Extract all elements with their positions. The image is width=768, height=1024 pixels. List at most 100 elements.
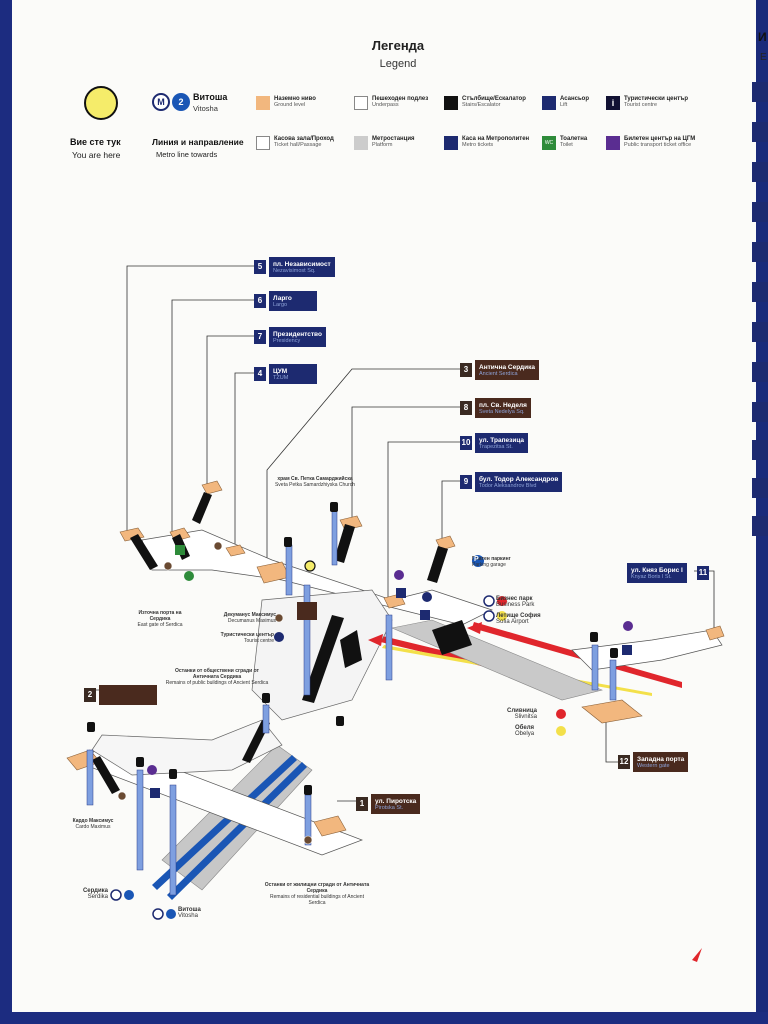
line4-marker-obelya [556, 726, 566, 736]
marker-1 [163, 561, 173, 571]
right-header-line2: E [760, 52, 767, 63]
compass-icon [692, 948, 702, 962]
leader-exit-8 [351, 406, 460, 520]
legend-title: Легенда [371, 38, 425, 53]
line4-marker-airport [497, 611, 507, 621]
exit-number-8: 8 [460, 401, 472, 415]
right-index-strip-1 [752, 122, 768, 142]
leader-exit-10 [387, 441, 460, 600]
ground-exit-1 [313, 815, 347, 837]
marker-2 [213, 541, 223, 551]
right-index-strip-11 [752, 516, 768, 536]
metro-marker-serdika [110, 889, 122, 901]
lift-icon-2 [330, 502, 338, 512]
lift-shaft-7 [262, 704, 270, 734]
wc-marker [184, 571, 194, 581]
stairs-line1 [432, 620, 472, 655]
line-2-track-a [152, 755, 297, 890]
ticket-office-icon-3 [147, 765, 157, 775]
exit-number-9: 9 [460, 475, 472, 489]
lift-icon-10 [336, 716, 344, 726]
metro-kiosk-3 [622, 645, 632, 655]
lift-icon-8 [169, 769, 177, 779]
legend-swatch-8: WC [542, 136, 556, 150]
lift-icon-5 [262, 693, 270, 703]
right-index-strip-7 [752, 362, 768, 382]
stairs-exit-5 [130, 534, 158, 570]
tourist-centre-label: Туристически център Tourist centre [220, 632, 274, 644]
legend-subtitle: Legend [379, 58, 417, 70]
you-are-here-label-en: You are here [72, 150, 121, 160]
lift-icon-3 [590, 632, 598, 642]
metro-line-label-bg: Линия и направление [152, 137, 244, 147]
metro-marker-vitosha [152, 908, 164, 920]
station-map-board: Легенда Legend Вие сте тук You are here … [12, 0, 767, 1016]
you-are-here-marker [304, 560, 316, 572]
ground-exit-4 [225, 544, 246, 557]
legend-swatch-5 [256, 136, 270, 150]
ticket-office-icon-1 [394, 570, 404, 580]
right-index-strip-3 [752, 202, 768, 222]
right-header-line1: И [758, 30, 767, 44]
exit-number-7: 7 [254, 330, 266, 344]
exit-number-11: 11 [697, 566, 709, 580]
ticket-office-icon-2 [623, 621, 633, 631]
lift-shaft-5 [591, 644, 599, 691]
business-park-label: Бизнес парк Business Park [496, 596, 535, 608]
exit-number-1: 1 [356, 797, 368, 811]
legend-swatch-3 [542, 96, 556, 110]
stairs-exit-7 [192, 492, 212, 524]
line-2-track-b [167, 762, 307, 900]
lift-shaft-2 [303, 584, 311, 696]
metro-kiosk-1 [396, 588, 406, 598]
right-index-strip-6 [752, 322, 768, 342]
parking-label: Платен паркинг Parking garage [472, 556, 511, 568]
lift-shaft-3 [331, 509, 338, 566]
east-gate-label: Източна порта на Сердика East gate of Se… [137, 610, 183, 628]
board-frame-bottom [0, 1012, 768, 1024]
metro-marker-busines-park [483, 595, 495, 607]
line2-marker-vitosha [166, 909, 176, 919]
lift-shaft-10 [169, 784, 177, 896]
exit-number-4: 4 [254, 367, 266, 381]
metro-line-number-icon: 2 [172, 93, 190, 111]
metro-ticket-icon-1 [422, 592, 432, 602]
right-index-strip-10 [752, 478, 768, 498]
lift-icon-9 [304, 785, 312, 795]
metro-kiosk-2 [420, 610, 430, 620]
remains-residential-label: Останки от жилищни сгради от Античната С… [264, 882, 370, 906]
leader-exit-6 [171, 299, 254, 535]
line2-marker-serdika [124, 890, 134, 900]
line-1-arrow-top [467, 622, 482, 634]
line-1-arrow-bottom [368, 634, 383, 646]
line1-marker-busines-park [497, 596, 507, 606]
lift-shaft-1 [285, 544, 293, 596]
tourist-centre-icon [274, 632, 284, 642]
right-index-strip-2 [752, 162, 768, 182]
legend-swatch-6 [354, 136, 368, 150]
ancient-serdica-block [297, 602, 317, 620]
ground-exit-12 [581, 699, 643, 724]
line-name-bg: Витоша [193, 92, 228, 102]
exit-badge-2 [99, 685, 157, 705]
stairs-exit-2 [92, 756, 120, 794]
station-3d-map [66, 265, 725, 962]
marker-4 [117, 791, 127, 801]
lift-icon-4 [610, 648, 618, 658]
exit-number-12: 12 [618, 755, 630, 769]
slivnitsa-label: Сливница Slivnitsa [507, 708, 537, 720]
leader-exit-12 [605, 712, 618, 763]
leader-exit-7 [206, 335, 254, 486]
